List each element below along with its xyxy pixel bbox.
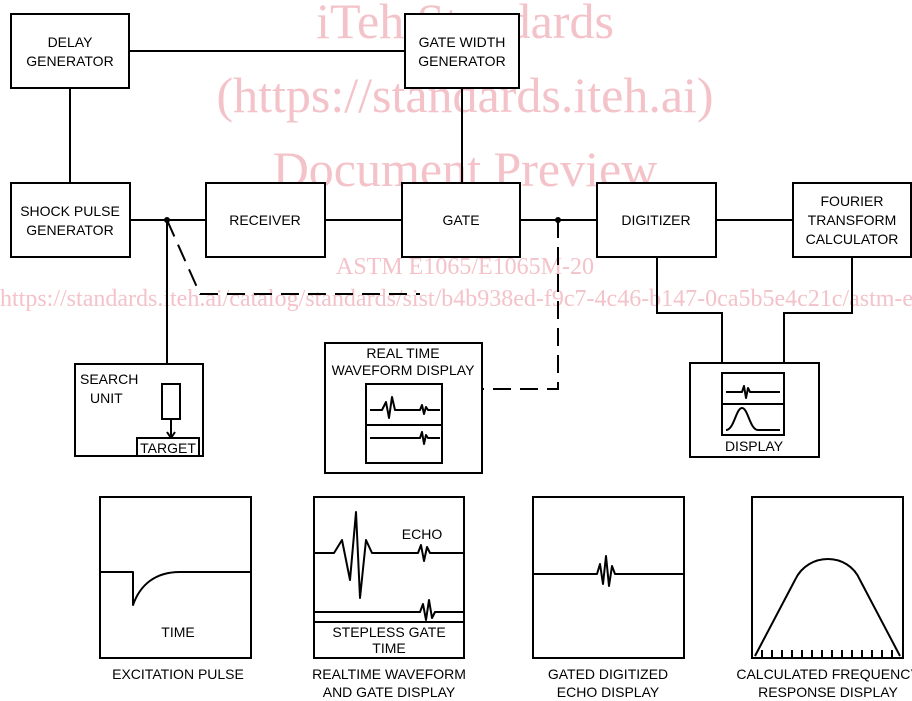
frequency-caption-1: CALCULATED FREQUENCY [736,666,912,682]
excitation-inner-label: TIME [161,624,194,640]
gate-width-generator-label-2: GENERATOR [418,53,505,69]
receiver-label: RECEIVER [229,212,301,228]
gate-width-generator-block: GATE WIDTH GENERATOR [404,13,520,89]
gate-width-generator-label-1: GATE WIDTH [419,34,506,50]
excitation-caption: EXCITATION PULSE [112,666,244,682]
receiver-block: RECEIVER [205,182,326,258]
shock-pulse-generator-label-2: GENERATOR [26,222,113,238]
digitizer-label: DIGITIZER [621,212,690,228]
search-unit-label-1: SEARCH [80,371,138,387]
watermark: iTeh Standards (https://standards.iteh.a… [0,0,912,312]
search-unit-block: SEARCH UNIT TARGET [74,363,204,457]
stepless-gate-label-2: TIME [372,640,405,656]
realtime-caption-2: AND GATE DISPLAY [323,684,456,700]
fourier-label-2: TRANSFORM [808,212,897,228]
rt-display-label-2: WAVEFORM DISPLAY [332,362,476,378]
gate-block: GATE [401,182,521,258]
echo-label: ECHO [402,526,443,542]
digitizer-block: DIGITIZER [596,182,717,258]
watermark-url: https://standards.iteh.ai/catalog/standa… [0,286,912,312]
fourier-transform-calculator-block: FOURIER TRANSFORM CALCULATOR [792,182,912,258]
realtime-caption-1: REALTIME WAVEFORM [312,666,466,682]
gated-caption-2: ECHO DISPLAY [557,684,660,700]
rt-display-label-1: REAL TIME [366,345,439,361]
transducer-icon [161,383,181,420]
gated-digitized-echo-panel: GATED DIGITIZED ECHO DISPLAY [532,496,685,700]
delay-generator-label-1: DELAY [48,34,94,50]
gated-caption-1: GATED DIGITIZED [548,666,668,682]
real-time-waveform-display-block: REAL TIME WAVEFORM DISPLAY [324,342,483,474]
search-unit-label-2: UNIT [90,390,123,406]
delay-generator-block: DELAY GENERATOR [10,13,130,89]
stepless-gate-label-1: STEPLESS GATE [332,624,445,640]
frequency-axis-ticks [761,650,893,658]
fourier-label-3: CALCULATOR [806,231,899,247]
realtime-waveform-panel: ECHO STEPLESS GATE TIME REALTIME WAVEFOR… [312,496,466,700]
watermark-standard: ASTM E1065/E1065M-20 [336,254,594,280]
delay-generator-label-2: GENERATOR [26,53,113,69]
target-label: TARGET [140,440,196,456]
frequency-response-panel: CALCULATED FREQUENCY RESPONSE DISPLAY [736,496,912,700]
gate-label: GATE [442,212,479,228]
shock-pulse-generator-block: SHOCK PULSE GENERATOR [10,182,131,258]
excitation-pulse-panel: TIME EXCITATION PULSE [99,496,252,682]
display-block: DISPLAY [689,362,820,458]
display-label: DISPLAY [725,438,784,454]
frequency-caption-2: RESPONSE DISPLAY [758,684,898,700]
shock-pulse-generator-label-1: SHOCK PULSE [20,203,120,219]
fourier-label-1: FOURIER [821,193,884,209]
target-box [136,437,200,457]
